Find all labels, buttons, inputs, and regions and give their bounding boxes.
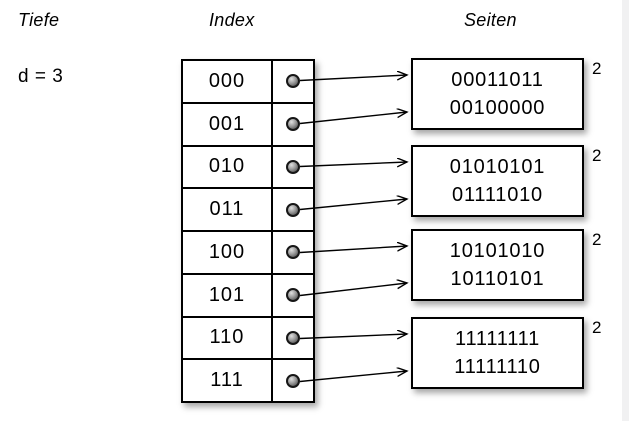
bucket-entry: 01111010 [452,184,543,206]
local-depth-label: 2 [592,59,602,78]
pointer-arrow [299,283,407,297]
index-table-row: 100 [183,232,313,275]
index-table-row: 101 [183,274,313,318]
pointer-dot-icon [286,117,300,132]
index-table-row: 110 [183,317,313,361]
index-row-pointer-cell [271,61,313,102]
bucket-entry: 10110101 [450,268,545,290]
index-row-label: 100 [208,240,246,263]
bucket-entry: 00011011 [451,69,544,91]
pointer-arrow [299,334,407,339]
pointer-dot-icon [286,202,300,217]
bucket-page: 01010101 01111010 [411,145,584,217]
column-heading-tiefe: Tiefe [18,10,60,30]
pointer-dot-icon [286,373,300,388]
bucket-entry: 01010101 [449,156,546,178]
local-depth-label: 2 [592,230,602,249]
pointer-dot-icon [286,245,300,260]
index-row-label: 110 [209,326,245,349]
pointer-arrow [299,112,407,125]
index-row-label: 000 [208,69,246,92]
index-row-label: 101 [208,283,246,306]
pointer-dot-icon [286,330,300,345]
index-row-label: 011 [209,198,245,221]
column-heading-seiten: Seiten [464,10,517,30]
bucket-entry: 10101010 [449,240,546,262]
index-table-row: 001 [183,103,313,147]
pointer-arrow [299,162,407,167]
pointer-arrow [299,75,407,82]
index-row-label: 010 [208,155,246,178]
pointer-dot-icon [286,288,300,303]
index-table-row: 010 [183,146,313,190]
index-table-row: 000 [183,61,313,104]
bucket-entry: 00100000 [449,97,546,119]
index-table: 000 001 010 011 100 101 110 111 [181,59,315,403]
index-row-pointer-cell [271,232,313,273]
index-row-pointer-cell [271,360,313,401]
index-row-pointer-cell [271,274,313,316]
local-depth-label: 2 [592,146,602,165]
pointer-arrow [299,199,407,211]
bucket-entry: 11111110 [454,356,541,378]
column-heading-index: Index [209,10,255,30]
page-edge-strip [622,0,629,421]
bucket-page: 00011011 00100000 [411,58,584,130]
index-table-row: 111 [183,360,313,401]
pointer-dot-icon [286,74,300,89]
index-table-row: 011 [183,189,313,232]
index-row-pointer-cell [271,103,313,145]
index-row-pointer-cell [271,317,313,359]
index-row-label: 111 [210,369,244,392]
index-row-pointer-cell [271,189,313,230]
global-depth-label: d = 3 [18,66,64,87]
pointer-dot-icon [286,159,300,174]
local-depth-label: 2 [592,318,602,337]
pointer-arrow [299,246,407,254]
bucket-page: 11111111 11111110 [411,317,584,389]
index-row-pointer-cell [271,146,313,188]
index-row-label: 001 [208,112,246,135]
bucket-page: 10101010 10110101 [411,229,584,301]
pointer-arrow [299,371,407,383]
bucket-entry: 11111111 [455,328,540,350]
